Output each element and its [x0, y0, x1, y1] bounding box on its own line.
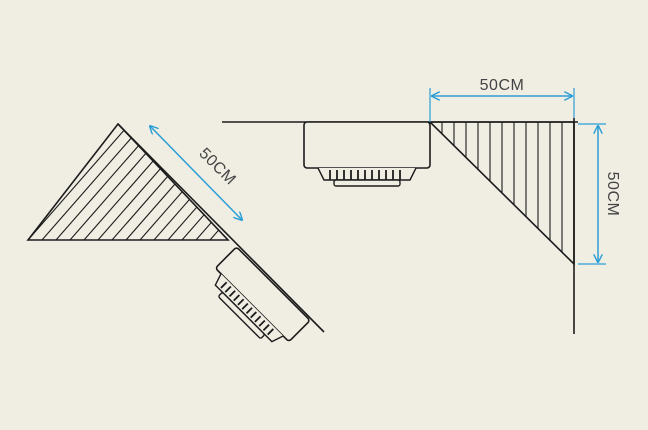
left-dimension-label: 50CM	[195, 145, 239, 189]
right-horizontal-dimension: 50CM	[429, 77, 575, 122]
left-smoke-detector-icon	[214, 247, 310, 343]
left-exclusion-zone	[26, 122, 230, 241]
right-exclusion-zone	[428, 121, 575, 266]
right-vertical-dimension-label: 50CM	[604, 172, 621, 217]
right-vertical-dimension: 50CM	[578, 123, 621, 265]
right-smoke-detector-icon	[303, 121, 431, 187]
right-horizontal-dimension-label: 50CM	[480, 77, 525, 94]
left-diagram: 50CM	[26, 122, 325, 343]
left-sloped-ceiling-line	[117, 123, 325, 333]
